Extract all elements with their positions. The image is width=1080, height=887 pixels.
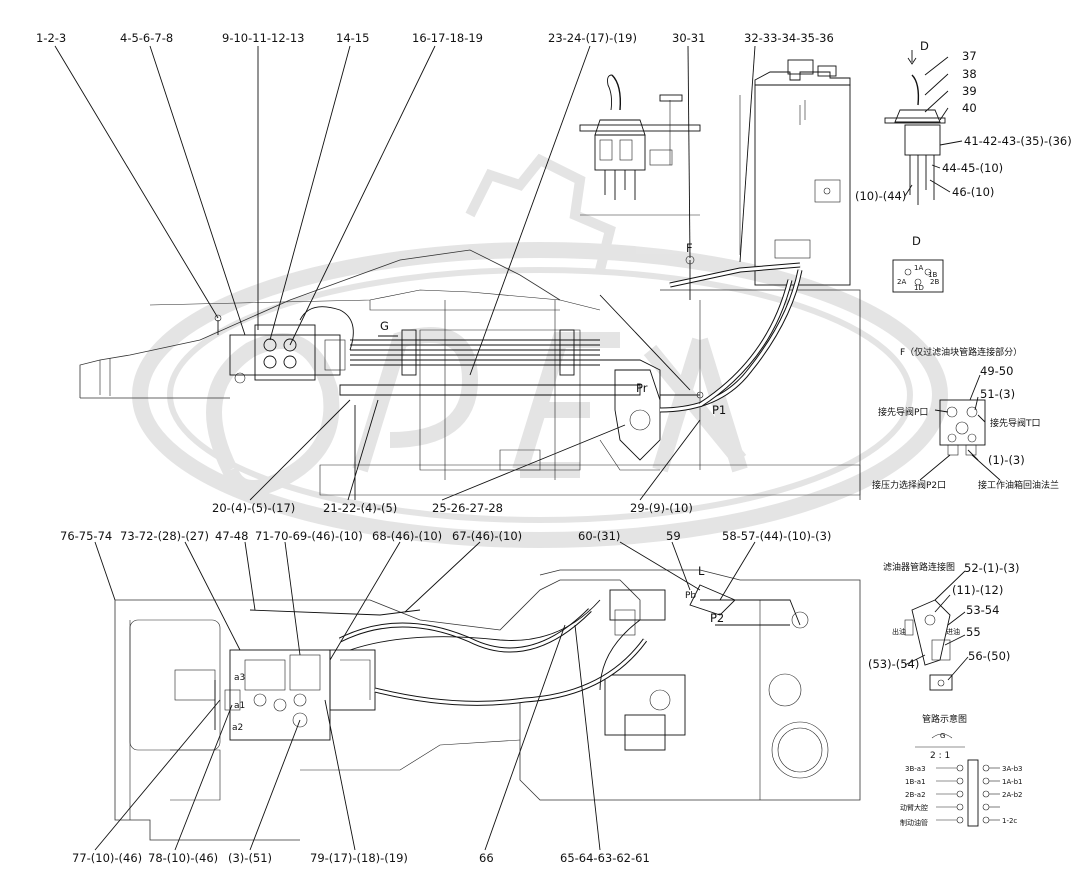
callout-65-61: 65-64-63-62-61: [560, 851, 650, 865]
view-d-arrow-label: D: [920, 39, 929, 53]
hydraulic-tank: [739, 59, 851, 286]
callout-53-54-paren: (53)-(54): [868, 657, 919, 671]
note-oil-out: 出油: [892, 627, 906, 636]
mark-g: G: [380, 319, 389, 333]
callout-3-51: (3)-(51): [228, 851, 272, 865]
callout-20: 20-(4)-(5)-(17): [212, 501, 295, 515]
mark-l: L: [698, 564, 705, 578]
note-tank-return: 接工作油箱回油法兰: [978, 479, 1059, 491]
mark-a2: a2: [232, 723, 243, 733]
pipe-schematic-title: 管路示意图: [922, 713, 967, 725]
callout-39: 39: [962, 84, 977, 98]
pipe-right-1-2c: 1-2c: [1002, 817, 1017, 825]
callout-60-31: 60-(31): [578, 529, 620, 543]
callout-4-5-6-7-8: 4-5-6-7-8: [120, 31, 173, 45]
view-f-title: F（仅过滤油块管路连接部分）: [900, 346, 1022, 358]
pipe-right-3a: 3A-b3: [1002, 765, 1023, 773]
port-1a: 1A: [914, 264, 923, 272]
mark-pr: Pr: [636, 381, 648, 395]
callout-9-10-11-12-13: 9-10-11-12-13: [222, 31, 304, 45]
pipe-schematic-diagram: [915, 733, 1000, 827]
callout-53-54: 53-54: [966, 603, 999, 617]
view-d-section-title: D: [912, 234, 921, 248]
pipe-schematic-scale: 2 : 1: [930, 751, 950, 761]
callout-30-31: 30-31: [672, 31, 705, 45]
callout-66: 66: [479, 851, 494, 865]
hoses-lower: [249, 599, 801, 706]
pipe-left-3b: 3B-a3: [905, 765, 926, 773]
steering-valve-block: [614, 369, 704, 461]
view-f-filter-block: [939, 399, 986, 456]
callout-38: 38: [962, 67, 977, 81]
note-pilot-t: 接先导阀T口: [990, 417, 1041, 429]
mark-f: F: [686, 241, 693, 255]
callout-29: 29-(9)-(10): [630, 501, 693, 515]
upper-frame: [79, 249, 861, 500]
pipe-left-2b: 2B-a2: [905, 791, 926, 799]
mark-a1: a1: [234, 701, 245, 711]
pumps-lower: [604, 584, 736, 751]
callout-44-45: 44-45-(10): [942, 161, 1003, 175]
pipe-schematic-view: G: [940, 732, 945, 740]
callout-10-44: (10)-(44): [855, 189, 906, 203]
callout-58-57: 58-57-(44)-(10)-(3): [722, 529, 831, 543]
pipe-right-2a: 2A-b2: [1002, 791, 1023, 799]
callout-77: 77-(10)-(46): [72, 851, 142, 865]
callout-46-10: 46-(10): [952, 185, 994, 199]
callout-14-15: 14-15: [336, 31, 369, 45]
callout-41-43: 41-42-43-(35)-(36): [964, 134, 1072, 148]
callout-71-69: 71-70-69-(46)-(10): [255, 529, 363, 543]
callout-67: 67-(46)-(10): [452, 529, 522, 543]
pipe-left-brake: 制动油管: [900, 818, 928, 827]
view-d-joystick: [884, 50, 946, 293]
callout-59: 59: [666, 529, 681, 543]
filter-view: [904, 599, 953, 691]
note-pressure-p2: 接压力选择阀P2口: [872, 479, 946, 491]
multiway-valve-upper: [214, 306, 354, 384]
callout-78: 78-(10)-(46): [148, 851, 218, 865]
lower-frame: [114, 569, 861, 841]
filter-view-title: 滤油器管路连接图: [883, 561, 955, 573]
port-2b: 2B: [930, 278, 939, 286]
leader-lines: [54, 45, 1001, 851]
mark-p1: P1: [712, 403, 726, 417]
callout-52: 52-(1)-(3): [964, 561, 1020, 575]
port-1d: 1D: [914, 284, 924, 292]
hoses-upper: [599, 255, 803, 413]
callout-23-24: 23-24-(17)-(19): [548, 31, 637, 45]
pipe-right-1a: 1A-b1: [1002, 778, 1023, 786]
callout-68: 68-(46)-(10): [372, 529, 442, 543]
callout-40: 40: [962, 101, 977, 115]
callout-79: 79-(17)-(18)-(19): [310, 851, 408, 865]
callout-47-48: 47-48: [215, 529, 248, 543]
callout-11-12: (11)-(12): [952, 583, 1003, 597]
note-pilot-p: 接先导阀P口: [878, 406, 928, 418]
callout-1-3: (1)-(3): [988, 453, 1025, 467]
port-1b: 1B: [928, 271, 937, 279]
callout-37: 37: [962, 49, 977, 63]
pipe-bundle-upper: [339, 329, 661, 400]
note-oil-in: 进油: [946, 627, 960, 636]
callout-56-50: 56-(50): [968, 649, 1010, 663]
pipe-left-boom: 动臂大腔: [900, 803, 928, 812]
callout-55: 55: [966, 625, 981, 639]
callout-73-72: 73-72-(28)-(27): [120, 529, 209, 543]
mark-a3: a3: [234, 673, 245, 683]
callout-51-3: 51-(3): [980, 387, 1015, 401]
callout-16-17-18-19: 16-17-18-19: [412, 31, 483, 45]
pilot-valve-joystick: [579, 74, 701, 216]
port-2a: 2A: [897, 278, 906, 286]
callout-76-74: 76-75-74: [60, 529, 112, 543]
callout-21-22: 21-22-(4)-(5): [323, 501, 397, 515]
mark-p2: P2: [710, 611, 724, 625]
mark-pb: Pb: [685, 591, 696, 601]
multiway-valve-lower: [214, 649, 376, 741]
pipe-left-1b: 1B-a1: [905, 778, 926, 786]
callout-32-36: 32-33-34-35-36: [744, 31, 834, 45]
callout-25-28: 25-26-27-28: [432, 501, 503, 515]
callout-49-50: 49-50: [980, 364, 1013, 378]
callout-1-2-3: 1-2-3: [36, 31, 66, 45]
